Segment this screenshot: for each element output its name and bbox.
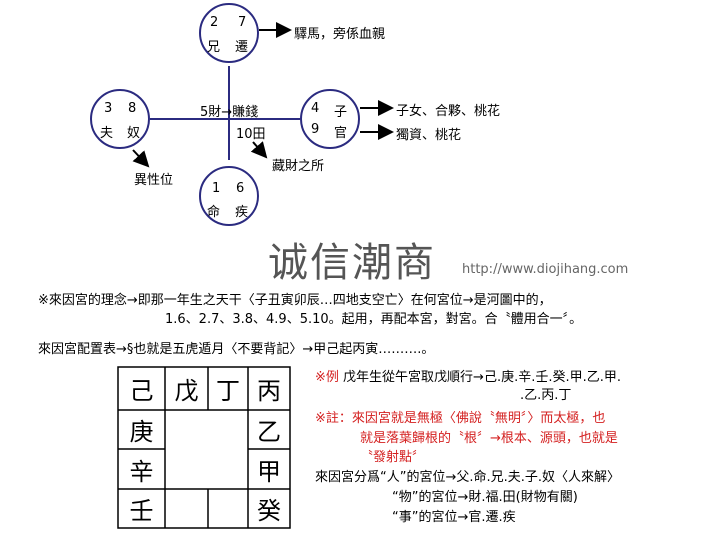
node-circle-right xyxy=(300,89,360,149)
comment-line-1: ※註：來因宮就是無極〈佛說〝無明〞〉而太極，也 xyxy=(315,411,606,426)
node-top-palace-2: 遷 xyxy=(235,40,249,55)
table-border xyxy=(117,366,291,529)
node-top-num-1: 2 xyxy=(210,15,219,30)
note-top: 驛馬，旁係血親 xyxy=(294,27,386,42)
table-cell-right-3: 癸 xyxy=(257,497,281,525)
note-center: 藏財之所 xyxy=(272,159,325,174)
comment-line-3: 〝發射點〞 xyxy=(360,450,426,465)
text-line-1: ※來因宮的理念→即那一年生之天干〈子丑寅卯辰…四地支空亡〉在何宮位→是河圖中的， xyxy=(38,293,552,308)
table-cell-left-3: 壬 xyxy=(129,497,154,525)
node-top-num-2: 7 xyxy=(238,15,247,30)
node-bottom-palace-1: 命 xyxy=(207,205,221,220)
arrow-center xyxy=(250,141,268,159)
example-label: ※例 xyxy=(315,370,339,385)
watermark-logo: 诚信潮商 xyxy=(268,240,436,286)
node-circle-top xyxy=(199,3,259,63)
node-right-num-2: 9 xyxy=(311,122,320,137)
table-cell-top-2: 戊 xyxy=(174,377,199,405)
node-top-palace-1: 兄 xyxy=(207,40,221,55)
node-left-palace-1: 夫 xyxy=(100,126,114,141)
table-cell-top-3: 丁 xyxy=(216,377,240,405)
watermark-url: http://www.diojihang.com xyxy=(462,262,629,277)
note-left: 異性位 xyxy=(134,173,174,188)
node-left-num-2: 8 xyxy=(128,101,137,116)
note-right-1: 子女、合夥、桃花 xyxy=(396,104,501,119)
arrow-left xyxy=(132,149,150,168)
example-line-2: .乙.丙.丁 xyxy=(520,388,572,403)
comment-line-2: 就是落葉歸根的〝根〞→根本、源頭，也就是 xyxy=(360,431,618,446)
note-right-2: 獨資、桃花 xyxy=(396,128,462,143)
example-line-1: ※例 戊年生從午宮取戊順行→己.庚.辛.壬.癸.甲.乙.甲. xyxy=(315,366,621,385)
class-line-1: 來因宮分爲“人”的宮位→父.命.兄.夫.子.奴〈人來解〉 xyxy=(315,470,621,485)
table-cell-left-2: 辛 xyxy=(129,457,154,486)
text-line-3: 來因宮配置表→§也就是五虎遁月〈不要背記〉→甲己起丙寅……….。 xyxy=(38,342,435,357)
node-bottom-palace-2: 疾 xyxy=(235,205,249,220)
node-right-palace-1: 子 xyxy=(334,105,348,120)
class-line-2: “物”的宮位→財.福.田(財物有關) xyxy=(392,490,578,505)
text-line-2: 1.6、2.7、3.8、4.9、5.10。起用，再配本宮，對宮。合〝體用合一〞。 xyxy=(165,312,583,327)
table-cell-top-1: 己 xyxy=(129,377,154,405)
class-line-3: “事”的宮位→官.遷.疾 xyxy=(392,510,516,525)
table-cell-right-1: 乙 xyxy=(257,418,281,446)
center-label-field: 10田 xyxy=(236,127,266,142)
node-circle-bottom xyxy=(199,166,259,226)
center-label-wealth: 5財→賺錢 xyxy=(200,105,259,120)
node-left-num-1: 3 xyxy=(104,101,113,116)
node-right-num-1: 4 xyxy=(311,101,320,116)
table-cell-top-4: 丙 xyxy=(257,377,281,405)
table-cell-left-1: 庚 xyxy=(129,418,154,446)
node-circle-left xyxy=(90,89,150,149)
table-cell-right-2: 甲 xyxy=(257,457,281,486)
node-left-palace-2: 奴 xyxy=(127,126,141,141)
node-right-palace-2: 官 xyxy=(334,126,348,141)
node-bottom-num-1: 1 xyxy=(212,181,221,196)
node-bottom-num-2: 6 xyxy=(236,181,245,196)
example-text: 戊年生從午宮取戊順行→己.庚.辛.壬.癸.甲.乙.甲. xyxy=(343,370,621,385)
